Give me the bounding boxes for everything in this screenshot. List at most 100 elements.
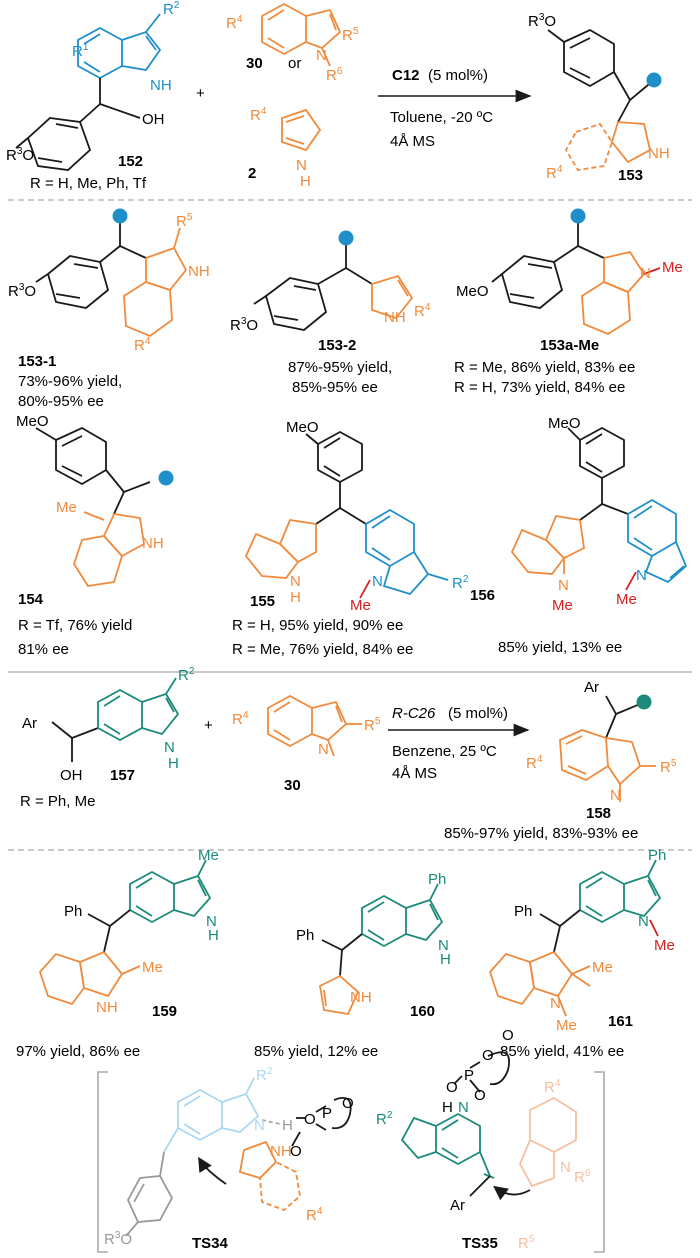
product-id-156: 156 <box>470 587 495 604</box>
structure-152 <box>15 13 162 171</box>
r2-label: R2 <box>376 1110 393 1128</box>
r2-definition-2: R = Ph, Me <box>20 793 95 810</box>
catalyst-loading-2: (5 mol%) <box>448 705 508 722</box>
h-label: H <box>440 951 451 968</box>
o-label: O <box>482 1047 494 1064</box>
r4-product-label: R4 <box>546 164 563 182</box>
structure-156 <box>510 426 688 591</box>
n-label: N <box>458 1099 469 1116</box>
nh-label: NH <box>384 309 406 326</box>
r3o-label: R3O <box>104 1230 132 1248</box>
r4-label: R4 <box>134 336 151 354</box>
r2-label: R2 <box>452 574 469 592</box>
me-orange-label-2: Me <box>556 1017 577 1034</box>
structure-159 <box>38 859 212 1006</box>
r2-label: R2 <box>163 0 180 18</box>
substituent-dot <box>646 72 662 88</box>
reagent-label-30-b: 30 <box>284 777 301 794</box>
meo-label: MeO <box>286 419 319 436</box>
structure-154 <box>35 426 151 587</box>
r2-definition: R = H, Me, Ph, Tf <box>30 175 147 192</box>
r2-label: R2 <box>256 1066 273 1084</box>
structure-155 <box>244 430 449 599</box>
meo-label: MeO <box>548 415 581 432</box>
product-result-154-line2: 81% ee <box>18 641 69 658</box>
r5-label: R5 <box>176 212 193 230</box>
structure-ts34 <box>125 1077 352 1237</box>
p-label: P <box>322 1105 332 1122</box>
ph-label: Ph <box>648 847 666 864</box>
me-label: Me <box>350 597 371 614</box>
me-blue-label: Me <box>616 591 637 608</box>
r4-label: R4 <box>226 14 243 32</box>
o-label-4: O <box>446 1079 458 1096</box>
structure-153-1 <box>35 222 188 338</box>
product-id-160: 160 <box>410 1003 435 1020</box>
nh-label: NH <box>350 989 372 1006</box>
nh-label: NH <box>150 77 172 94</box>
p-label: P <box>464 1067 474 1084</box>
n-label: N <box>206 913 217 930</box>
reagent-label-30: 30 <box>246 55 263 72</box>
n-label: N <box>610 787 621 804</box>
r3o-label: R3O <box>8 282 36 300</box>
structure-30-top <box>261 2 342 67</box>
reactant-label-157: 157 <box>110 767 135 784</box>
ph-label: Ph <box>428 871 446 888</box>
structure-153a-me <box>491 222 661 336</box>
catalyst-loading-1: (5 mol%) <box>428 67 488 84</box>
reactant-label-152: 152 <box>118 153 143 170</box>
product-id-153-1: 153-1 <box>18 353 56 370</box>
product-result-159: 97% yield, 86% ee <box>16 1043 140 1060</box>
product-label-158: 158 <box>586 805 611 822</box>
n-label: N <box>316 47 327 64</box>
n-orange-label: N <box>550 995 561 1012</box>
me-label: Me <box>552 597 573 614</box>
additive-2: 4Å MS <box>392 765 437 782</box>
nh-label: NH <box>188 263 210 280</box>
o-label-3: O <box>290 1143 302 1160</box>
structure-ts35 <box>400 1051 577 1201</box>
r3o-product-label: R3O <box>528 12 556 30</box>
catalyst-c26: R-C26 <box>392 705 436 722</box>
n-label: N <box>290 573 301 590</box>
me-orange-label: Me <box>592 959 613 976</box>
product-id-153a-me: 153a-Me <box>540 337 599 354</box>
or-text: or <box>288 55 301 72</box>
nh-label: NH <box>142 535 164 552</box>
product-id-159: 159 <box>152 1003 177 1020</box>
nh-product-label: NH <box>648 145 670 162</box>
product-result-153a-me-line1: R = Me, 86% yield, 83% ee <box>454 359 635 376</box>
r4-label: R4 <box>526 754 543 772</box>
ar-label: Ar <box>584 679 599 696</box>
ar-label: Ar <box>22 715 37 732</box>
nh-label: NH <box>96 999 118 1016</box>
product-result-153a-me-line2: R = H, 73% yield, 84% ee <box>454 379 625 396</box>
r2-label: R2 <box>178 666 195 684</box>
ts-label-ts34: TS34 <box>192 1235 229 1252</box>
me-label: Me <box>662 259 683 276</box>
me-label: Me <box>198 847 219 864</box>
oh-label: OH <box>60 767 83 784</box>
product-result-160: 85% yield, 12% ee <box>254 1043 378 1060</box>
n-blue-label: N <box>636 567 647 584</box>
n-label: N <box>638 913 649 930</box>
me-orange-label: Me <box>142 959 163 976</box>
ts-label-ts35: TS35 <box>462 1235 498 1252</box>
substituent-dot <box>338 230 354 246</box>
r4-pyrrole-label: R4 <box>250 106 267 124</box>
r5-label: R5 <box>342 26 359 44</box>
structure-2 <box>281 108 322 152</box>
o-label: O <box>304 1111 316 1128</box>
r5-label: R5 <box>364 716 381 734</box>
r4-label: R4 <box>414 302 431 320</box>
product-id-153-2: 153-2 <box>318 337 356 354</box>
ph-label-2: Ph <box>296 927 314 944</box>
substituent-dot <box>112 208 128 224</box>
n-label: N <box>318 741 329 758</box>
product-result-153-2-line2: 85%-95% ee <box>292 379 378 396</box>
r1-label: R1 <box>72 42 89 60</box>
structure-153-2 <box>253 244 414 331</box>
catalyst-c12: C12 <box>392 67 420 84</box>
n-label-2: N <box>560 1159 571 1176</box>
